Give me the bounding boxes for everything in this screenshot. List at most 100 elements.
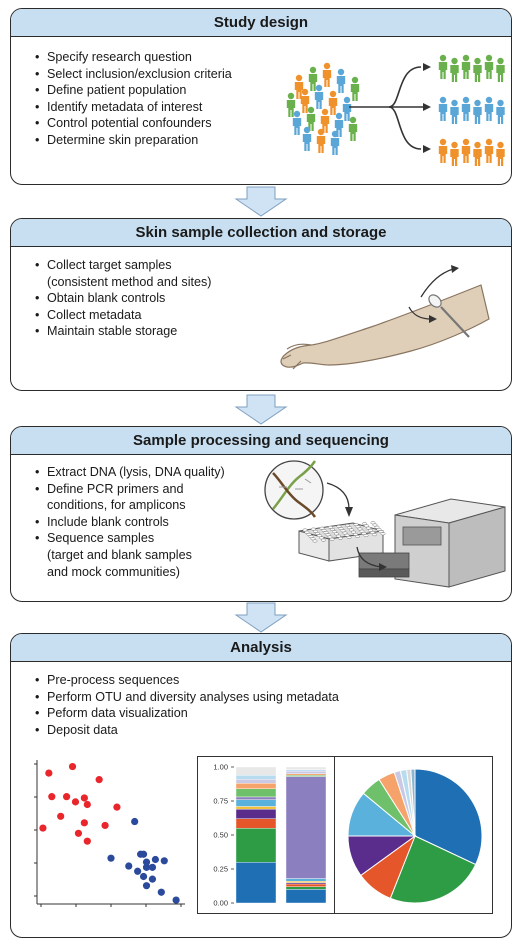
well — [327, 535, 333, 539]
patient-groups-icon — [438, 54, 505, 166]
bar-segment — [285, 881, 327, 883]
well — [302, 528, 308, 532]
well — [361, 531, 367, 535]
well — [355, 535, 360, 538]
person-icon — [292, 110, 302, 135]
bar-segment — [285, 882, 327, 885]
well — [317, 534, 322, 538]
y-tick-label: 0.50 — [213, 831, 228, 840]
person-icon — [450, 99, 459, 124]
person-icon — [473, 99, 482, 124]
well — [351, 530, 356, 534]
well — [336, 534, 341, 538]
patient-crowd-icon — [286, 62, 360, 155]
scatter-point — [139, 872, 148, 881]
arm-icon — [280, 284, 490, 370]
list-item: Deposit data — [35, 722, 339, 739]
stacked-bar-chart: 0.000.250.500.751.00 — [213, 763, 327, 908]
scatter-point — [134, 867, 142, 875]
well — [342, 531, 348, 535]
person-icon — [496, 141, 505, 166]
study-design-title: Study design — [11, 9, 511, 37]
pie-slice — [410, 768, 416, 837]
scatter-point — [139, 850, 148, 858]
well — [355, 525, 361, 529]
scatter-point — [95, 776, 103, 784]
scatter-point — [45, 769, 53, 777]
person-icon — [302, 126, 312, 151]
scatter-point — [71, 798, 80, 806]
scatter-point — [151, 855, 159, 864]
bar-segment — [285, 886, 327, 890]
person-icon — [294, 74, 304, 99]
person-icon — [350, 76, 360, 101]
study-design-panel: Study design Specify research question S… — [10, 8, 512, 185]
list-item: Pre-process sequences — [35, 672, 339, 689]
scatter-point — [83, 837, 91, 845]
scatter-point — [142, 882, 151, 890]
well — [353, 523, 359, 527]
flow-arrows-icon — [326, 482, 387, 571]
well — [338, 527, 344, 531]
well — [310, 537, 316, 541]
bar-segment — [235, 827, 277, 863]
well — [359, 529, 365, 533]
person-icon — [496, 99, 505, 124]
rubbing-arrows-icon — [408, 265, 459, 323]
bar-segment — [235, 806, 277, 810]
bar-segment — [285, 889, 327, 904]
scatter-point — [148, 863, 157, 871]
bar-segment — [285, 776, 327, 879]
list-item: Sequence samples (target and blank sampl… — [35, 530, 225, 580]
scatter-point — [142, 858, 151, 866]
y-tick-label: 0.25 — [213, 865, 228, 874]
scatter-point — [57, 812, 65, 820]
person-icon — [473, 141, 482, 166]
bar-segment — [285, 769, 327, 772]
scatter-point — [131, 817, 139, 826]
analysis-panel: Analysis Pre-process sequences Perform O… — [10, 633, 512, 938]
scatter-point — [83, 800, 91, 809]
person-icon — [484, 96, 494, 121]
collection-list: Collect target samples (consistent metho… — [35, 257, 212, 340]
scatter-point — [39, 824, 47, 832]
well — [321, 538, 326, 542]
scatter-point — [63, 793, 71, 801]
scatter-point — [148, 875, 157, 883]
well — [319, 526, 325, 530]
scatter-point — [157, 888, 165, 896]
bar-segment — [235, 788, 277, 798]
well — [329, 537, 335, 541]
list-item: Obtain blank controls — [35, 290, 212, 307]
list-item: Include blank controls — [35, 514, 225, 531]
well — [312, 539, 318, 543]
dna-icon — [264, 460, 324, 520]
list-item: Extract DNA (lysis, DNA quality) — [35, 464, 225, 481]
list-item: Maintain stable storage — [35, 323, 212, 340]
down-arrow-icon — [234, 186, 288, 217]
analysis-list: Pre-process sequences Perform OTU and di… — [35, 672, 339, 738]
scatter-point — [172, 896, 180, 904]
list-item: Define patient population — [35, 82, 232, 99]
scatter-point — [113, 803, 121, 811]
scatter-point — [80, 819, 88, 827]
person-icon — [496, 57, 505, 82]
scatter-point — [101, 821, 109, 830]
well — [330, 528, 335, 531]
well — [336, 524, 342, 528]
processing-panel: Sample processing and sequencing Extract… — [10, 426, 512, 602]
processing-list: Extract DNA (lysis, DNA quality) Define … — [35, 464, 225, 580]
y-tick-label: 0.75 — [213, 797, 228, 806]
well — [340, 529, 346, 533]
chart-divider — [334, 757, 335, 913]
person-icon — [328, 90, 338, 115]
well — [338, 536, 343, 540]
scatter-point — [74, 829, 83, 837]
well — [344, 533, 350, 537]
list-item: Control potential confounders — [35, 115, 232, 132]
bar-segment — [235, 783, 277, 789]
person-icon — [450, 57, 459, 82]
pie-slice — [414, 768, 483, 866]
list-item: Determine skin preparation — [35, 132, 232, 149]
bar-segment — [235, 774, 277, 780]
